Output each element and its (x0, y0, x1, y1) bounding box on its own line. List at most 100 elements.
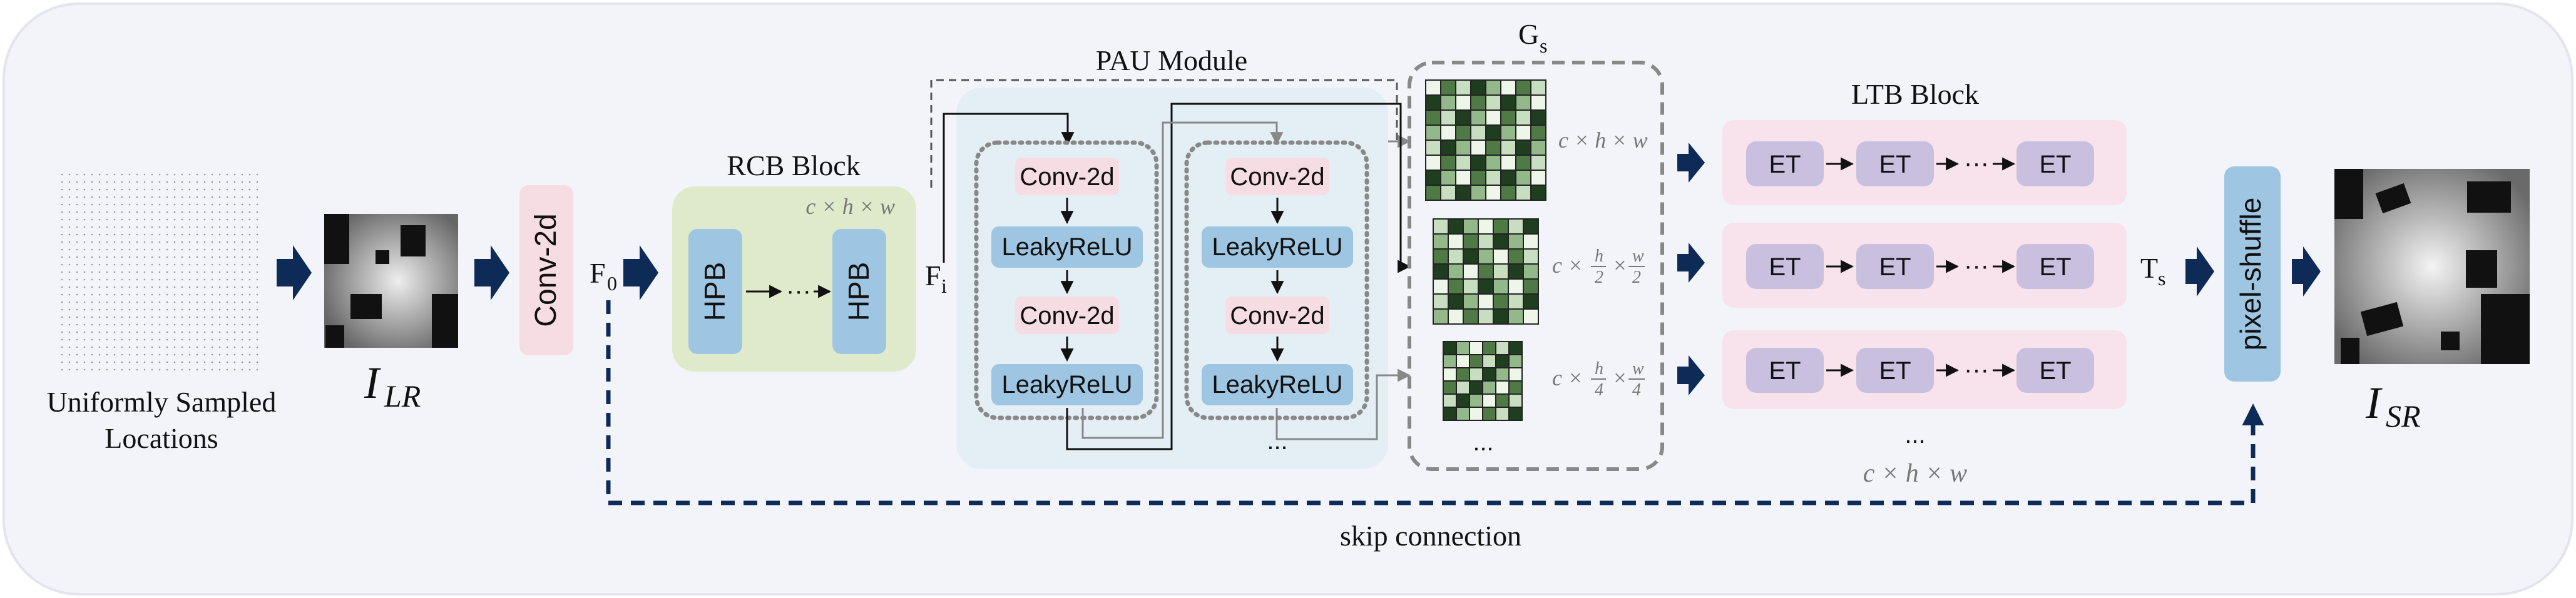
gs-grid-cell (1463, 263, 1479, 280)
svg-text:ET: ET (1879, 253, 1911, 281)
fi-label: F i (925, 260, 947, 297)
gs-grid-cell (1485, 170, 1501, 186)
gs-grid-cell (1530, 139, 1546, 156)
input-label-line1: Uniformly Sampled (47, 386, 277, 418)
gs-grid-cell (1515, 109, 1531, 126)
gs-grid-cell (1425, 139, 1441, 156)
svg-text:ET: ET (1879, 151, 1911, 178)
gs-grid-cell (1508, 278, 1524, 295)
gs-grid-cell (1495, 354, 1510, 368)
pau-link-2 (1275, 368, 1411, 440)
gs-grid-cell (1463, 308, 1479, 325)
gs-grid-cell (1523, 278, 1539, 295)
gs-grid-cell (1515, 185, 1531, 201)
sr-image (2334, 169, 2530, 364)
gs-grid-cell (1500, 79, 1516, 96)
gs-grid-cell (1455, 94, 1471, 111)
gs-dim-1: c × h × w (1558, 128, 1648, 153)
gs-grid-cell (1440, 109, 1456, 126)
gs-grid-cell (1469, 407, 1483, 421)
gs-grid-cell (1455, 185, 1471, 201)
svg-text:w: w (1632, 359, 1644, 378)
gs-grid-cell (1463, 233, 1479, 250)
pau-link-1b (1081, 121, 1284, 439)
gs-grid-cell (1508, 380, 1523, 395)
gs-grid-cell (1433, 293, 1449, 310)
gs-grid-cell (1433, 218, 1449, 235)
gs-grid-cell (1443, 407, 1457, 421)
ltb-title: LTB Block (1851, 78, 1979, 110)
gs-grid-cell (1448, 293, 1464, 310)
gs-grid-cell (1500, 139, 1516, 156)
gs-grid-cell (1433, 263, 1449, 280)
svg-text:ET: ET (2039, 253, 2071, 281)
gs-grid-cell (1515, 139, 1531, 156)
svg-text:×: × (1612, 365, 1627, 390)
gs-grid-cell (1493, 263, 1509, 280)
pau1-conv-b (1015, 296, 1119, 334)
fi-to-pau (943, 113, 1075, 263)
gs-grid-cell (1482, 367, 1496, 382)
pau-title: PAU Module (1096, 44, 1247, 76)
gs-grid-cell (1455, 124, 1471, 141)
gs-grid-cell (1433, 308, 1449, 325)
flow-arrow-sr (2292, 246, 2321, 296)
pau2-conv-b-label: Conv-2d (1230, 302, 1324, 330)
gs-grid-cell (1485, 124, 1501, 141)
svg-text:h: h (1595, 246, 1603, 266)
svg-text:G: G (1518, 18, 1539, 50)
gs-grid-cell (1455, 139, 1471, 156)
svg-text:ET: ET (1769, 357, 1801, 385)
gs-grid-cell (1485, 139, 1501, 156)
gs-grid-cell (1443, 380, 1457, 395)
pau-column-2 (1184, 140, 1369, 420)
gs-grid-cell (1493, 308, 1509, 325)
gs-grid-cell (1455, 170, 1471, 186)
gs-grid-cell (1469, 341, 1483, 355)
gs-grid-cell (1515, 155, 1531, 171)
gs-grid-cell (1455, 79, 1471, 96)
rcb-title: RCB Block (727, 150, 860, 181)
gs-grid-cell (1508, 308, 1524, 325)
gs-grid-cell (1463, 248, 1479, 265)
pau2-relu-b (1202, 364, 1353, 405)
gs-grid-cell (1469, 367, 1483, 382)
gs-grid-cell (1530, 94, 1546, 111)
ts-label: T s (2140, 252, 2165, 290)
lr-label: I LR (364, 358, 421, 413)
gs-grid-cell (1482, 380, 1496, 395)
sr-label: I SR (2365, 378, 2421, 433)
gs-grid-cell (1470, 185, 1486, 201)
pixel-shuffle-label: pixel-shuffle (2234, 198, 2267, 351)
flow-arrow-ltb-2 (1677, 243, 1705, 283)
gs-grid-cell (1530, 124, 1546, 141)
gs-grid-cell (1470, 155, 1486, 171)
gs-grid-cell (1425, 124, 1441, 141)
gs-grid-cell (1440, 79, 1456, 96)
gs-grid-cell (1482, 341, 1496, 355)
gs-grid-full (1425, 79, 1546, 201)
gs-panel (1408, 61, 1664, 471)
svg-text:2: 2 (1632, 268, 1641, 287)
gs-grid-cell (1500, 94, 1516, 111)
gs-grid-cell (1515, 170, 1531, 186)
gs-grid-cell (1508, 393, 1523, 408)
gs-grid-cell (1523, 248, 1539, 265)
gs-grid-cell (1508, 233, 1524, 250)
svg-text:×: × (1612, 253, 1627, 278)
pau2-conv-b (1225, 296, 1329, 334)
gs-grid-cell (1495, 341, 1510, 355)
gs-grid-cell (1425, 109, 1441, 126)
hpb-block-2 (832, 229, 886, 354)
ltb-more: ... (1904, 421, 1925, 448)
hpb-label-1: HPB (698, 262, 731, 322)
svg-text:ET: ET (2039, 151, 2071, 178)
gs-label: G s (1518, 18, 1547, 57)
gs-grid-cell (1500, 155, 1516, 171)
ltb-dims: c × h × w (1863, 459, 1967, 488)
svg-text:4: 4 (1595, 380, 1603, 400)
gs-grid-cell (1425, 185, 1441, 201)
skip-connection-line (606, 300, 2264, 505)
pau2-relu-a-label: LeakyReLU (1212, 233, 1342, 261)
flow-arrow-ltb-1 (1677, 143, 1705, 183)
